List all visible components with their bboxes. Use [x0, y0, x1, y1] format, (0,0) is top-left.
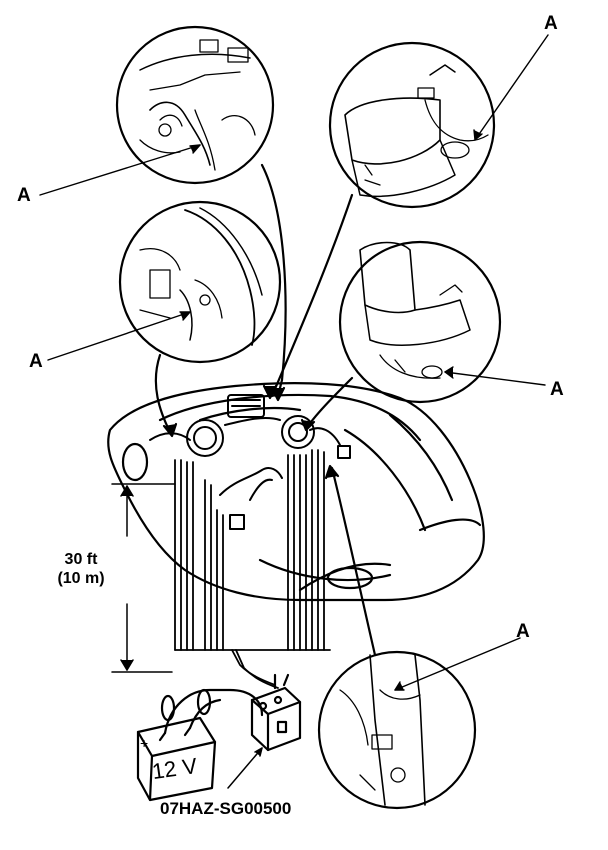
battery-clamp	[196, 688, 212, 716]
part-leader-line	[227, 747, 263, 789]
distance-label: 30 ft (10 m)	[48, 552, 114, 587]
deployment-tool	[250, 673, 302, 752]
connector-block	[337, 445, 351, 459]
battery-clamp	[160, 694, 176, 722]
detail-circle-seat-lower	[338, 240, 502, 404]
connection-arrows	[154, 163, 377, 657]
detail-circle-seatbelt	[317, 650, 477, 810]
distance-metric: (10 m)	[57, 570, 105, 587]
harness-to-tool	[174, 649, 331, 689]
detail-circle-steering-lower	[118, 200, 282, 364]
connector-block	[229, 514, 245, 530]
callout-label-a: A	[29, 351, 43, 372]
svg-text:+: +	[140, 735, 148, 751]
coiled-leads	[149, 394, 351, 530]
detail-circle-seat-upper	[328, 41, 496, 209]
callout-label-a: A	[516, 621, 530, 642]
tool-part-number: 07HAZ-SG00500	[160, 799, 292, 818]
detail-circle-steering-column	[115, 25, 275, 185]
callout-label-a: A	[544, 13, 558, 34]
car-body	[107, 382, 485, 602]
wiring-bundle-left	[174, 459, 224, 651]
callout-label-a: A	[550, 379, 564, 400]
distance-dimension	[111, 483, 176, 673]
steering-airbag-module	[227, 394, 265, 418]
distance-imperial: 30 ft	[64, 551, 98, 568]
callout-leaders	[39, 34, 549, 691]
headlight-shape	[121, 442, 149, 482]
wiring-bundle-right	[287, 449, 325, 651]
battery: +	[136, 688, 264, 802]
callout-label-a: A	[17, 185, 31, 206]
